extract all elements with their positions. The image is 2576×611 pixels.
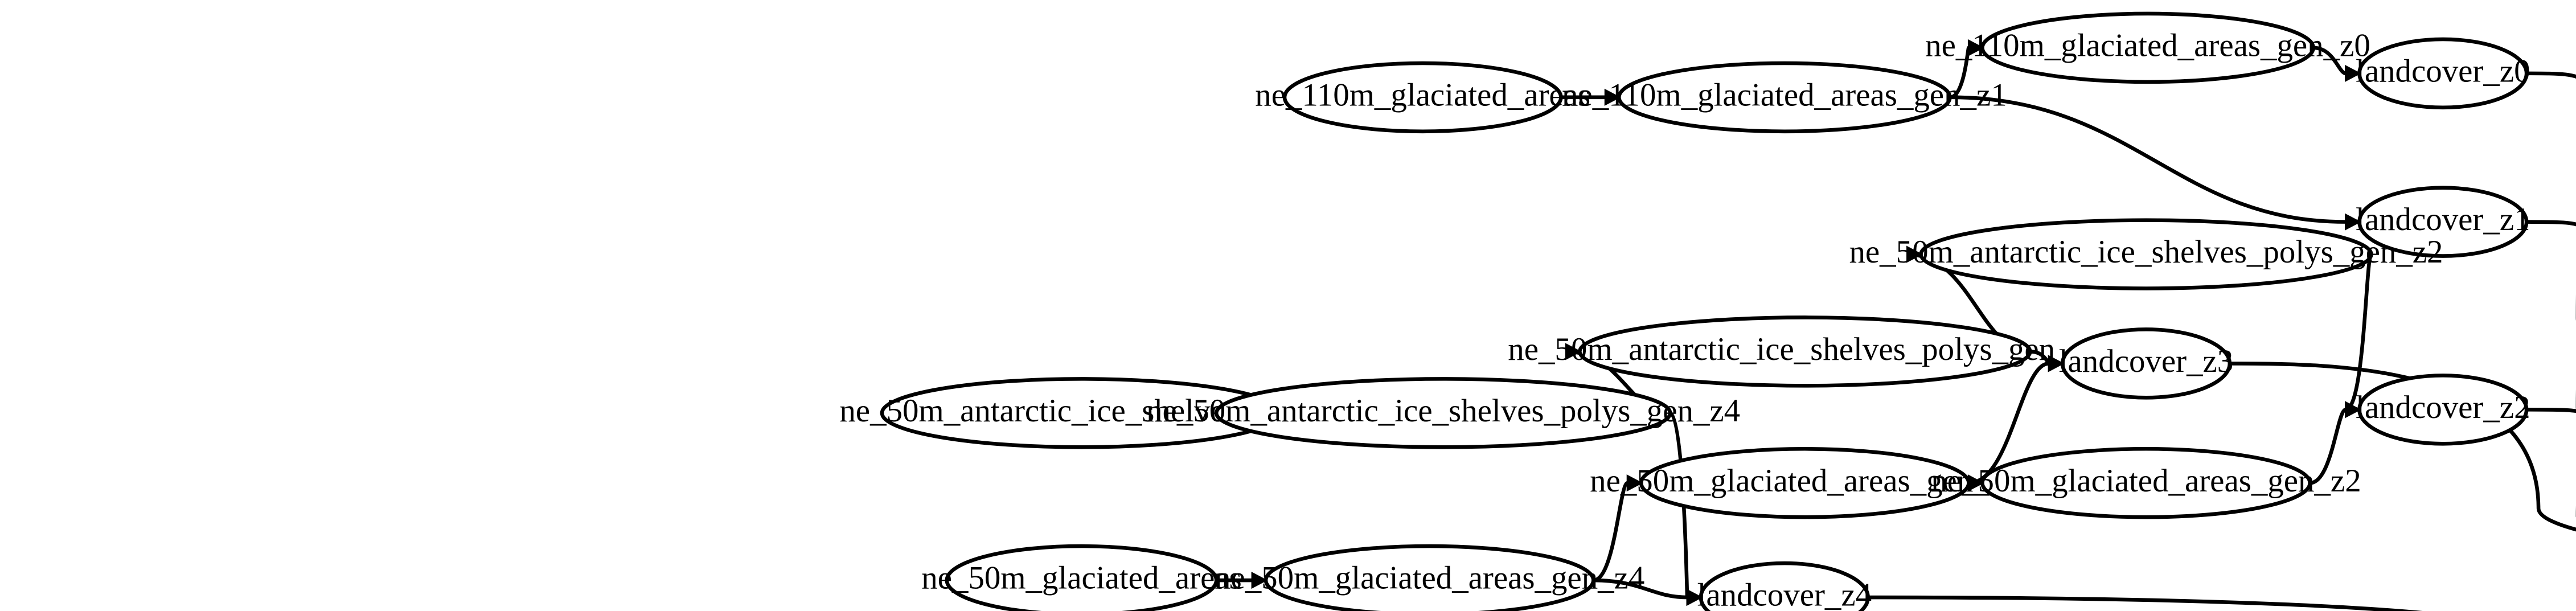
arrowhead xyxy=(2345,401,2361,419)
node-landcover_z3[interactable]: landcover_z3 xyxy=(2059,327,2234,400)
edge-landcover_z2--to--layer_landcover:z2 xyxy=(2526,408,2576,517)
node-landcover_z0[interactable]: landcover_z0 xyxy=(2356,37,2530,110)
node-shape xyxy=(1919,218,2373,290)
node-ne_50m_glaciated_areas_gen_z2[interactable]: ne_50m_glaciated_areas_gen_z2 xyxy=(1931,446,2361,519)
node-label: ne_50m_antarctic_ice_shelves_polys_gen_z… xyxy=(1849,234,2443,270)
node-shape xyxy=(2357,374,2529,446)
node-label: landcover_z0 xyxy=(2356,53,2530,89)
node-label: landcover_z1 xyxy=(2356,202,2530,237)
node-ne_50m_glaciated_areas[interactable]: ne_50m_glaciated_areas xyxy=(921,544,1242,611)
node-ne_110m_glaciated_areas_gen_z0[interactable]: ne_110m_glaciated_areas_gen_z0 xyxy=(1925,11,2370,84)
node-shape xyxy=(945,544,1219,611)
node-landcover_z1[interactable]: landcover_z1 xyxy=(2356,186,2530,258)
node-shape xyxy=(2357,37,2529,110)
node-label: ne_50m_glaciated_areas_gen_z3 xyxy=(1590,463,2020,499)
node-shape xyxy=(1282,61,1563,134)
edge-ne_50m_glaciated_areas_gen_z4--to--landcover_z4 xyxy=(1593,578,1688,600)
edge-landcover_z4--to--layer_landcover:z4 xyxy=(1868,595,2423,611)
edge-ne_110m_glaciated_areas_gen_z0--to--landcover_z0 xyxy=(2313,46,2347,76)
node-label: ne_110m_glaciated_areas_gen_z0 xyxy=(1925,27,2370,63)
node-shape xyxy=(1699,561,1870,611)
node-ne_50m_antarctic_ice_shelves_polys_gen_z4[interactable]: ne_50m_antarctic_ice_shelves_polys_gen_z… xyxy=(1146,377,1740,449)
node-ne_50m_glaciated_areas_gen_z3[interactable]: ne_50m_glaciated_areas_gen_z3 xyxy=(1590,446,2020,519)
node-landcover_z4[interactable]: landcover_z4 xyxy=(1697,561,1872,611)
node-label: ne_110m_glaciated_areas xyxy=(1255,77,1590,113)
arrowhead xyxy=(1686,588,1703,606)
arrowhead xyxy=(2345,64,2361,82)
node-shape xyxy=(1617,61,1952,134)
edge-ne_50m_antarctic_ice_shelves_polys_gen_z2--to--landcover_z2 xyxy=(2345,252,2373,412)
node-label: landcover_z3 xyxy=(2059,343,2234,379)
node-label: ne_50m_antarctic_ice_shelves_polys_gen_z… xyxy=(1146,393,1740,429)
arrowhead xyxy=(1626,474,1643,492)
node-ne_50m_antarctic_ice_shelves_polys_gen_z2[interactable]: ne_50m_antarctic_ice_shelves_polys_gen_z… xyxy=(1849,218,2443,290)
node-ne_50m_antarctic_ice_shelves_polys_gen_z3[interactable]: ne_50m_antarctic_ice_shelves_polys_gen_z… xyxy=(1508,315,2102,388)
node-shape xyxy=(2060,327,2232,400)
node-shape xyxy=(1980,446,2312,519)
node-ne_110m_glaciated_areas_gen_z1[interactable]: ne_110m_glaciated_areas_gen_z1 xyxy=(1562,61,2007,134)
node-label: ne_50m_glaciated_areas xyxy=(921,560,1242,596)
arrowhead xyxy=(2345,213,2361,231)
node-shape xyxy=(2357,186,2529,258)
node-label: ne_50m_antarctic_ice_shelves_polys_gen_z… xyxy=(1508,331,2102,367)
arrowhead xyxy=(1604,88,1621,106)
edge-layer xyxy=(1201,39,2576,611)
node-label: landcover_z4 xyxy=(1697,577,1872,611)
node-label: ne_110m_glaciated_areas_gen_z1 xyxy=(1562,77,2007,113)
node-shape xyxy=(1264,544,1595,611)
node-layer: imposm3osm_landcover_polygonsimplify_vw_… xyxy=(839,11,2530,611)
arrowhead xyxy=(2048,355,2065,372)
node-landcover_z2[interactable]: landcover_z2 xyxy=(2356,374,2530,446)
edge-ne_110m_glaciated_areas_gen_z1--to--landcover_z1 xyxy=(1950,95,2346,224)
edge-landcover_z0--to--layer_landcover:z0 xyxy=(2526,71,2576,320)
edge-ne_50m_glaciated_areas_gen_z2--to--landcover_z2 xyxy=(2309,408,2347,485)
edge-landcover_z1--to--layer_landcover:z1 xyxy=(2526,220,2576,409)
node-shape xyxy=(1980,11,2315,84)
node-label: landcover_z2 xyxy=(2356,389,2530,425)
node-ne_50m_glaciated_areas_gen_z4[interactable]: ne_50m_glaciated_areas_gen_z4 xyxy=(1215,544,1644,611)
node-shape xyxy=(1639,446,1971,519)
arrowhead xyxy=(1967,39,1984,56)
node-shape xyxy=(1578,315,2032,388)
arrowhead xyxy=(1906,245,1923,263)
node-label: ne_50m_glaciated_areas_gen_z2 xyxy=(1931,463,2361,499)
node-shape xyxy=(1214,377,1672,449)
arrowhead xyxy=(1251,571,1268,589)
edge-ne_50m_glaciated_areas_gen_z4--to--ne_50m_glaciated_areas_gen_z3 xyxy=(1593,481,1630,583)
node-ne_110m_glaciated_areas[interactable]: ne_110m_glaciated_areas xyxy=(1255,61,1590,134)
node-label: ne_50m_glaciated_areas_gen_z4 xyxy=(1215,560,1644,596)
arrowhead xyxy=(1565,343,1582,360)
